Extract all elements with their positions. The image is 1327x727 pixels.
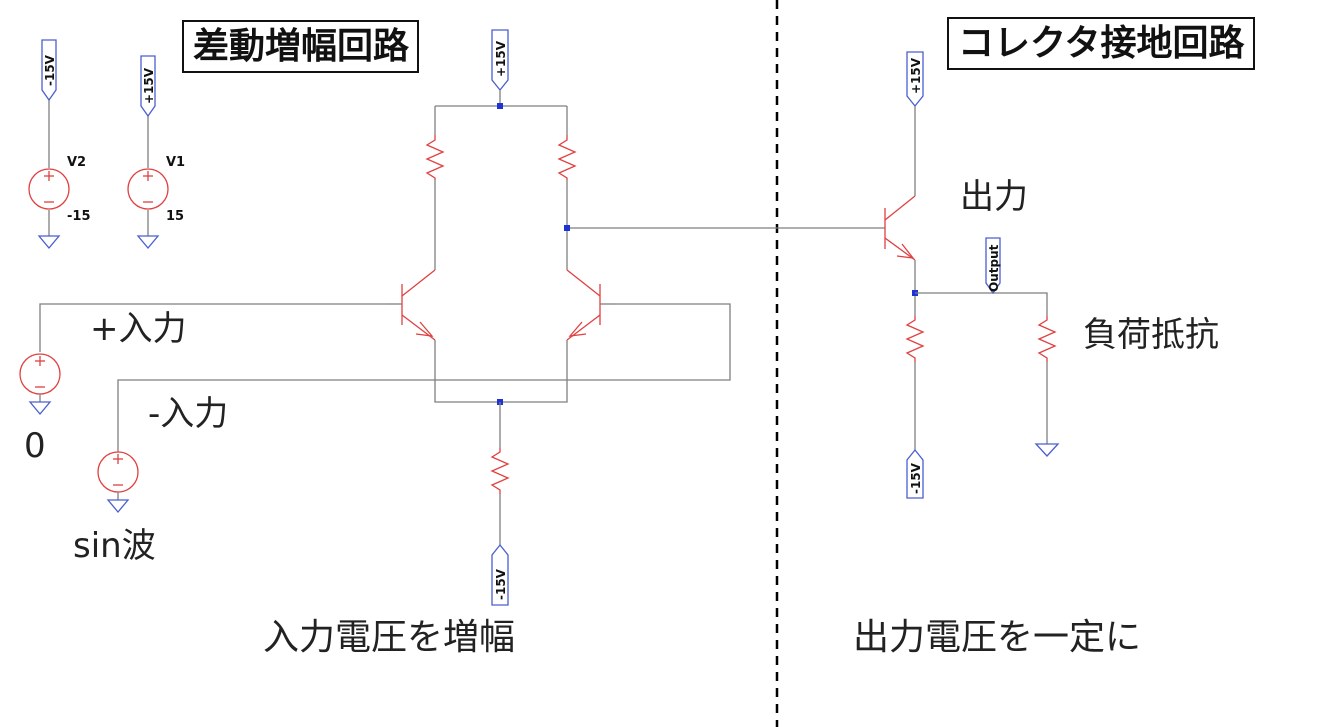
net-flag-diff-top: +15V: [491, 29, 509, 92]
v2-name: V2: [67, 155, 86, 170]
source-plus-input: [19, 353, 61, 416]
net-flag-diff-bottom: -15V: [491, 543, 509, 606]
net-label-output: Output: [987, 244, 1001, 292]
v1-name: V1: [166, 155, 185, 170]
transistor-right: [566, 269, 614, 341]
left-caption: 入力電圧を増幅: [263, 617, 516, 658]
junction-top: [497, 103, 503, 109]
load-ground: [1034, 443, 1060, 457]
top-rail: [434, 90, 568, 135]
v2-value: -15: [67, 209, 91, 224]
tail-resistor: [490, 448, 510, 494]
net-flag-output: Output: [985, 237, 1001, 295]
sine-label: sin波: [73, 526, 156, 566]
net-label-v2: -15V: [43, 54, 57, 86]
wire-minus-input: [117, 303, 731, 452]
collector-resistor-left: [425, 135, 445, 180]
net-flag-cc-bottom: -15V: [906, 448, 924, 499]
net-flag-v2: -15V: [41, 39, 57, 102]
load-resistor-label: 負荷抵抗: [1083, 315, 1219, 355]
net-label-diff-bottom: -15V: [494, 568, 508, 600]
right-section-title: コレクタ接地回路: [947, 17, 1255, 70]
net-label-diff-top: +15V: [494, 40, 508, 77]
output-label: 出力: [960, 177, 1028, 217]
net-flag-cc-top: +15V: [906, 51, 924, 108]
source-minus-input: [97, 451, 139, 514]
net-label-v1: +15V: [142, 67, 156, 104]
net-flag-v1: +15V: [140, 55, 156, 118]
transistor-left: [388, 269, 436, 341]
wire-plus-input: [39, 303, 388, 352]
collector-resistor-right: [557, 135, 577, 180]
transistor-cc: [884, 195, 916, 261]
load-resistor: [1037, 316, 1057, 362]
v1-value: 15: [166, 209, 184, 224]
emitter-resistor: [905, 316, 925, 362]
left-section-title: 差動増幅回路: [182, 20, 420, 73]
minus-input-label: -入力: [148, 394, 229, 434]
plus-input-label: +入力: [90, 309, 187, 349]
net-label-cc-top: +15V: [909, 57, 923, 94]
junction-diff-out: [564, 225, 570, 231]
source-v1: [127, 116, 169, 250]
source-v2: [28, 100, 70, 250]
net-label-cc-bottom: -15V: [909, 462, 923, 494]
wire-output: [915, 292, 1048, 316]
right-caption: 出力電圧を一定に: [853, 617, 1142, 658]
zero-label: 0: [24, 426, 46, 466]
